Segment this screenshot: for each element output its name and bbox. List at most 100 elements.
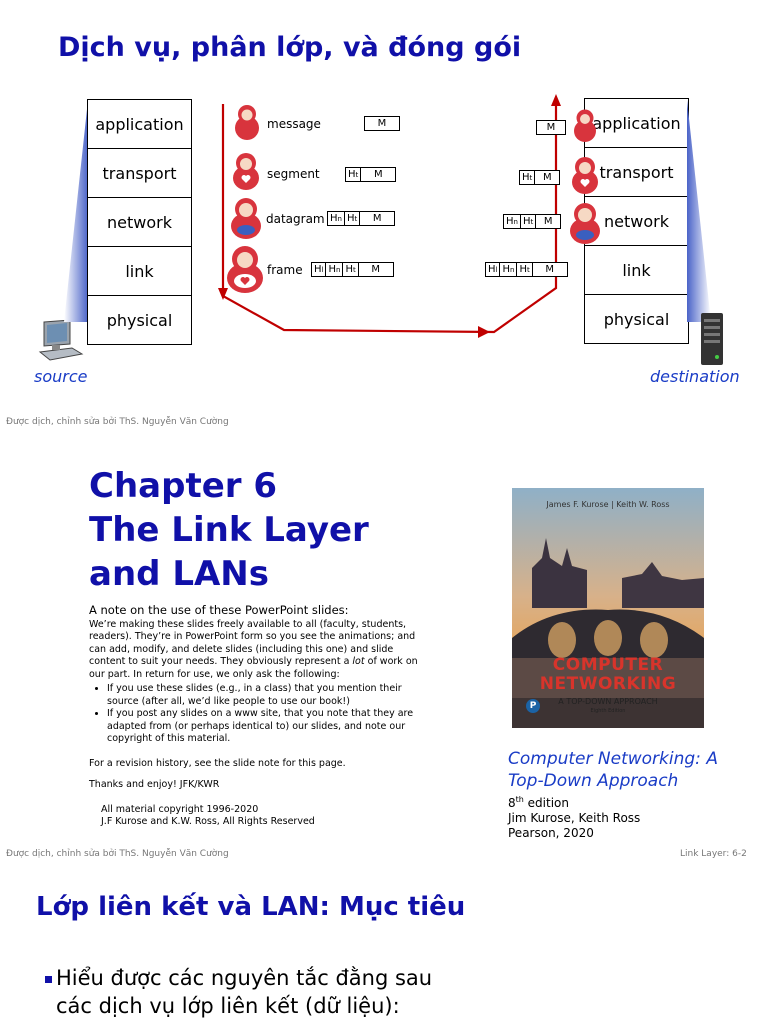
book-title-line: Computer Networking: A bbox=[508, 749, 718, 769]
doll-icon bbox=[231, 198, 261, 239]
source-label: source bbox=[34, 367, 88, 386]
book-title-line: Top-Down Approach bbox=[508, 771, 679, 791]
payload: M bbox=[372, 213, 382, 224]
slide-number: Link Layer: 6-2 bbox=[680, 849, 747, 859]
payload: M bbox=[377, 118, 387, 129]
dest-layer-application: application bbox=[585, 99, 688, 148]
slide-title: Lớp liên kết và LAN: Mục tiêu bbox=[36, 892, 466, 922]
source-stack: application transport network link physi… bbox=[87, 99, 192, 345]
copyright-line: J.F Kurose and K.W. Ross, All Rights Res… bbox=[101, 816, 315, 827]
note-list: If you use these slides (e.g., in a clas… bbox=[97, 683, 429, 746]
slide-chapter-title: Chapter 6 The Link Layer and LANs A note… bbox=[0, 434, 768, 864]
book-title: Computer Networking: A Top-Down Approach bbox=[508, 748, 718, 792]
copyright-line: All material copyright 1996-2020 bbox=[101, 803, 259, 815]
source-layer-link: link bbox=[88, 247, 191, 296]
book-cover-art bbox=[512, 488, 704, 728]
edition-suffix: th bbox=[515, 795, 524, 804]
bullet-line: Hiểu được các nguyên tắc đằng sau bbox=[45, 964, 432, 992]
book-authors-line: Jim Kurose, Keith Ross bbox=[508, 811, 641, 825]
doll-icon bbox=[572, 157, 598, 194]
bullet-item: Hiểu được các nguyên tắc đằng sau các dị… bbox=[45, 964, 432, 1020]
doll-icon bbox=[570, 203, 600, 244]
revision-note: For a revision history, see the slide no… bbox=[89, 757, 346, 769]
bullet-marker-icon bbox=[45, 975, 52, 983]
slide-encapsulation: Dịch vụ, phân lớp, và đóng gói applicati… bbox=[0, 0, 768, 434]
doll-icon bbox=[574, 109, 596, 142]
payload: M bbox=[542, 172, 552, 183]
computer-icon bbox=[38, 319, 84, 361]
payload: M bbox=[546, 122, 556, 133]
dest-layer-link: link bbox=[585, 246, 688, 295]
dest-layer-physical: physical bbox=[603, 310, 670, 329]
chapter-title-line: and LANs bbox=[89, 554, 269, 594]
slide-objectives: Lớp liên kết và LAN: Mục tiêu Hiểu được … bbox=[0, 864, 768, 1024]
note-list-item: If you post any slides on a www site, th… bbox=[107, 708, 429, 746]
doll-icon bbox=[235, 105, 259, 140]
destination-label: destination bbox=[650, 367, 740, 386]
publisher-logo-icon: P bbox=[526, 699, 540, 713]
chapter-title: Chapter 6 The Link Layer and LANs bbox=[89, 464, 369, 596]
book-cover-title: COMPUTER NETWORKING bbox=[512, 656, 704, 694]
bullet-text: Hiểu được các nguyên tắc đằng sau bbox=[56, 966, 433, 990]
payload: M bbox=[543, 216, 553, 227]
chapter-title-line: Chapter 6 bbox=[89, 466, 278, 506]
doll-icon bbox=[233, 153, 259, 190]
packet-label: frame bbox=[267, 263, 303, 277]
dest-wedge bbox=[687, 100, 711, 322]
dest-layer-network: network bbox=[585, 197, 688, 246]
book-publisher: Pearson, 2020 bbox=[508, 826, 594, 840]
source-layer-network: network bbox=[88, 198, 191, 247]
chapter-title-line: The Link Layer bbox=[89, 510, 369, 550]
book-edition: 8th edition bbox=[508, 792, 718, 811]
message-packet: M bbox=[364, 116, 400, 131]
book-reference: Computer Networking: A Top-Down Approach… bbox=[508, 748, 718, 841]
dest-stack: application transport network link physi… bbox=[584, 98, 689, 344]
book-cover-subtitle: A TOP-DOWN APPROACH bbox=[558, 697, 658, 706]
book-authors: James F. Kurose | Keith W. Ross bbox=[546, 500, 670, 509]
payload: M bbox=[545, 264, 555, 275]
slide-title: Dịch vụ, phân lớp, và đóng gói bbox=[58, 32, 522, 63]
payload: M bbox=[373, 169, 383, 180]
doll-icon bbox=[227, 246, 263, 293]
thanks-note: Thanks and enjoy! JFK/KWR bbox=[89, 779, 220, 790]
source-layer-transport: transport bbox=[88, 149, 191, 198]
book-cover-image: James F. Kurose | Keith W. Ross COMPUTER… bbox=[512, 488, 704, 728]
payload: M bbox=[371, 264, 381, 275]
note-emphasis: lot bbox=[352, 656, 365, 667]
dest-layer-transport: transport bbox=[585, 148, 688, 197]
usage-note: A note on the use of these PowerPoint sl… bbox=[89, 604, 429, 829]
data-path-arrow bbox=[218, 94, 561, 338]
book-cover-title-line: COMPUTER bbox=[552, 655, 664, 675]
packet-label: message bbox=[267, 117, 321, 131]
note-text: of work on our part. In return for use, … bbox=[89, 656, 418, 680]
message-packet-dest: M bbox=[536, 120, 566, 135]
note-heading: A note on the use of these PowerPoint sl… bbox=[89, 603, 349, 617]
book-cover-title-line: NETWORKING bbox=[539, 674, 677, 694]
footer-credit: Được dịch, chỉnh sửa bởi ThS. Nguyễn Văn… bbox=[6, 417, 229, 427]
source-layer-application: application bbox=[88, 100, 191, 149]
source-layer-physical: physical bbox=[106, 311, 173, 330]
book-cover-edition: Eighth Edition bbox=[590, 708, 626, 714]
note-text: We’re making these slides freely availab… bbox=[89, 618, 416, 668]
footer-credit: Được dịch, chỉnh sửa bởi ThS. Nguyễn Văn… bbox=[6, 849, 229, 859]
bullet-line: các dịch vụ lớp liên kết (dữ liệu): bbox=[56, 994, 400, 1018]
note-list-item: If you use these slides (e.g., in a clas… bbox=[107, 683, 429, 708]
source-wedge bbox=[64, 100, 88, 322]
server-icon bbox=[701, 313, 723, 365]
